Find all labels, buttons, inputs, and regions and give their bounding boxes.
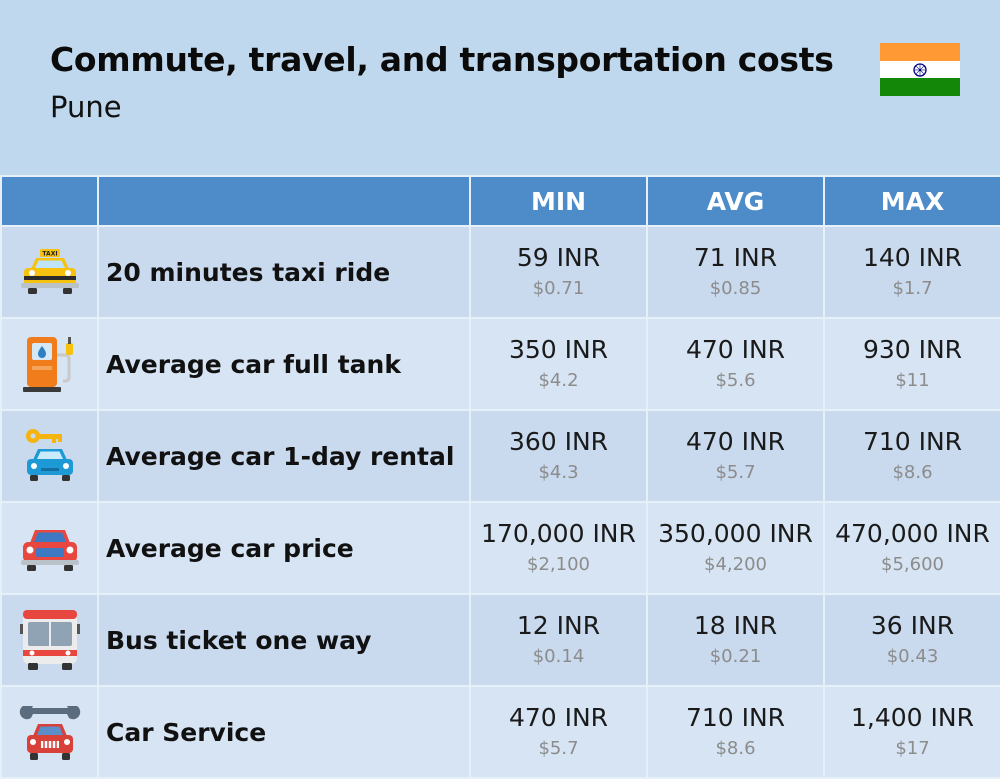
header-max: MAX [823, 175, 1000, 227]
table-row: Bus ticket one way 12 INR $0.14 18 INR $0.… [0, 593, 1000, 687]
table-row: Average car price 170,000 INR $2,100 350,… [0, 501, 1000, 595]
max-usd: $1.7 [892, 277, 933, 299]
row-icon-cell [0, 501, 99, 595]
row-icon-cell: TAXI [0, 225, 99, 319]
max-usd: $17 [895, 737, 930, 759]
min-usd: $4.3 [538, 461, 579, 483]
row-icon-cell [0, 593, 99, 687]
row-label: Average car 1-day rental [97, 409, 471, 503]
max-cell: 140 INR $1.7 [823, 225, 1000, 319]
avg-inr: 350,000 INR [658, 518, 813, 548]
min-usd: $0.14 [532, 645, 585, 667]
min-usd: $0.71 [532, 277, 585, 299]
min-cell: 12 INR $0.14 [469, 593, 648, 687]
car-rental-key-icon [25, 429, 73, 481]
row-label: Average car price [97, 501, 471, 595]
table-row: TAXI 20 minutes taxi ride 59 INR $0.71 71… [0, 225, 1000, 319]
header: Commute, travel, and transportation cost… [0, 0, 1000, 174]
row-label: Average car full tank [97, 317, 471, 411]
min-cell: 360 INR $4.3 [469, 409, 648, 503]
max-inr: 36 INR [870, 610, 955, 640]
min-usd: $5.7 [538, 737, 579, 759]
avg-inr: 18 INR [693, 610, 778, 640]
header-label-cell [97, 175, 471, 227]
row-label: 20 minutes taxi ride [97, 225, 471, 319]
avg-cell: 350,000 INR $4,200 [646, 501, 825, 595]
min-cell: 350 INR $4.2 [469, 317, 648, 411]
min-cell: 59 INR $0.71 [469, 225, 648, 319]
row-label: Bus ticket one way [97, 593, 471, 687]
max-usd: $11 [895, 369, 930, 391]
avg-inr: 71 INR [693, 242, 778, 272]
table-row: Car Service 470 INR $5.7 710 INR $8.6 1,40… [0, 685, 1000, 779]
max-cell: 470,000 INR $5,600 [823, 501, 1000, 595]
avg-cell: 710 INR $8.6 [646, 685, 825, 779]
min-cell: 170,000 INR $2,100 [469, 501, 648, 595]
avg-usd: $5.6 [715, 369, 756, 391]
min-usd: $4.2 [538, 369, 579, 391]
avg-usd: $4,200 [704, 553, 767, 575]
max-inr: 930 INR [862, 334, 963, 364]
row-icon-cell [0, 685, 99, 779]
max-cell: 710 INR $8.6 [823, 409, 1000, 503]
max-usd: $8.6 [892, 461, 933, 483]
page-title: Commute, travel, and transportation cost… [50, 40, 834, 79]
header-min: MIN [469, 175, 648, 227]
india-flag-icon [880, 43, 960, 96]
row-icon-cell [0, 409, 99, 503]
avg-inr: 470 INR [685, 334, 786, 364]
min-inr: 350 INR [508, 334, 609, 364]
avg-cell: 18 INR $0.21 [646, 593, 825, 687]
avg-cell: 470 INR $5.6 [646, 317, 825, 411]
max-cell: 1,400 INR $17 [823, 685, 1000, 779]
avg-cell: 470 INR $5.7 [646, 409, 825, 503]
table-header-row: MIN AVG MAX [0, 175, 1000, 227]
max-inr: 140 INR [862, 242, 963, 272]
min-inr: 470 INR [508, 702, 609, 732]
city-subtitle: Pune [50, 90, 122, 124]
avg-usd: $5.7 [715, 461, 756, 483]
car-icon [20, 530, 79, 571]
avg-cell: 71 INR $0.85 [646, 225, 825, 319]
cost-table: MIN AVG MAX TAXI [0, 175, 1000, 779]
table-row: Average car full tank 350 INR $4.2 470 IN… [0, 317, 1000, 411]
min-usd: $2,100 [527, 553, 590, 575]
row-label: Car Service [97, 685, 471, 779]
avg-inr: 470 INR [685, 426, 786, 456]
avg-usd: $0.21 [709, 645, 762, 667]
min-inr: 360 INR [508, 426, 609, 456]
min-cell: 470 INR $5.7 [469, 685, 648, 779]
svg-text:TAXI: TAXI [42, 251, 57, 258]
avg-inr: 710 INR [685, 702, 786, 732]
min-inr: 170,000 INR [481, 518, 636, 548]
max-inr: 1,400 INR [851, 702, 974, 732]
max-inr: 470,000 INR [835, 518, 990, 548]
min-inr: 12 INR [516, 610, 601, 640]
max-usd: $5,600 [881, 553, 944, 575]
row-icon-cell [0, 317, 99, 411]
avg-usd: $0.85 [709, 277, 762, 299]
bus-icon [19, 610, 80, 670]
car-service-wrench-icon [19, 706, 80, 760]
avg-usd: $8.6 [715, 737, 756, 759]
taxi-icon: TAXI [20, 249, 79, 294]
min-inr: 59 INR [516, 242, 601, 272]
max-inr: 710 INR [862, 426, 963, 456]
fuel-pump-icon [22, 337, 73, 392]
max-cell: 36 INR $0.43 [823, 593, 1000, 687]
table-row: Average car 1-day rental 360 INR $4.3 470… [0, 409, 1000, 503]
header-avg: AVG [646, 175, 825, 227]
max-usd: $0.43 [886, 645, 939, 667]
max-cell: 930 INR $11 [823, 317, 1000, 411]
header-icon-cell [0, 175, 99, 227]
